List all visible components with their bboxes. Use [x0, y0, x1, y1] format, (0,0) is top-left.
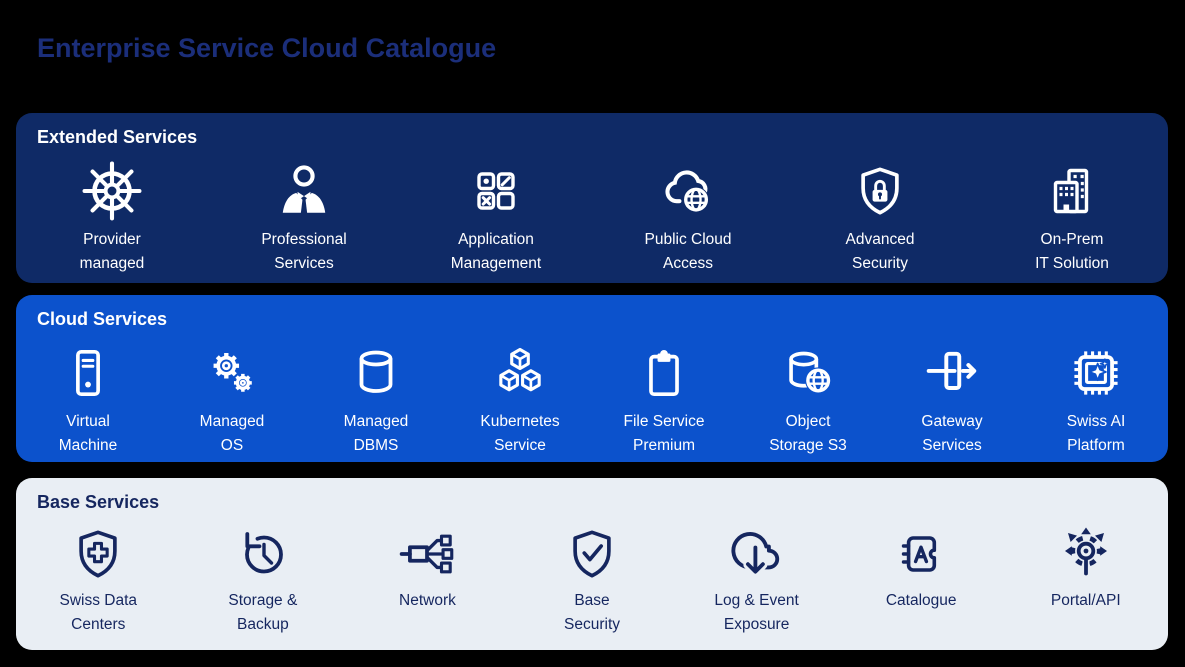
- cloud-services-row: Virtual Machine Managed OS: [16, 338, 1168, 458]
- shield-check-icon: [565, 521, 619, 587]
- helm-icon: [80, 156, 144, 226]
- service-item: Gateway Services: [880, 338, 1024, 458]
- service-item-label: Managed DBMS: [343, 413, 409, 454]
- service-item-label: Swiss AI Platform: [1066, 413, 1126, 454]
- app-grid-icon: [468, 156, 524, 226]
- service-item: Virtual Machine: [16, 338, 160, 458]
- service-item-label: Provider managed: [79, 231, 145, 272]
- database-icon: [348, 338, 404, 408]
- service-item-label: Advanced Security: [845, 231, 915, 272]
- extended-services-band: Extended Services Provider managed: [16, 113, 1168, 283]
- service-item-label: Virtual Machine: [58, 413, 118, 454]
- shield-cross-icon: [71, 521, 125, 587]
- service-item-label: Application Management: [450, 231, 542, 272]
- ai-chip-icon: [1065, 338, 1127, 408]
- service-item: Public Cloud Access: [592, 156, 784, 276]
- service-item: Kubernetes Service: [448, 338, 592, 458]
- band-title: Cloud Services: [37, 309, 168, 329]
- page-title: Enterprise Service Cloud Catalogue: [37, 33, 497, 63]
- service-item: On-Prem IT Solution: [976, 156, 1168, 276]
- shield-lock-icon: [853, 156, 907, 226]
- service-item-label: Professional Services: [261, 231, 347, 272]
- service-item: Advanced Security: [784, 156, 976, 276]
- gears-icon: [203, 338, 261, 408]
- service-item: Catalogue: [839, 521, 1004, 637]
- service-item-label: File Service Premium: [623, 413, 705, 454]
- catalogue-icon: [893, 521, 949, 587]
- service-item: Managed OS: [160, 338, 304, 458]
- band-title: Extended Services: [37, 127, 198, 147]
- network-icon: [398, 521, 456, 587]
- service-item-label: Swiss Data Centers: [59, 592, 138, 633]
- service-item: Storage & Backup: [181, 521, 346, 637]
- service-item-label: On-Prem IT Solution: [1035, 231, 1109, 272]
- service-item-label: Log & Event Exposure: [714, 592, 799, 633]
- service-item-label: Public Cloud Access: [644, 231, 732, 272]
- service-item: Application Management: [400, 156, 592, 276]
- service-item: Swiss Data Centers: [16, 521, 181, 637]
- service-item-label: Network: [399, 592, 456, 609]
- service-item-label: Object Storage S3: [769, 413, 847, 454]
- service-item: Swiss AI Platform: [1024, 338, 1168, 458]
- base-services-band: Base Services Swiss Data Centers: [16, 478, 1168, 650]
- cloud-services-band: Cloud Services Virtual Machine: [16, 295, 1168, 462]
- base-services-row: Swiss Data Centers Storage & Backup: [16, 521, 1168, 637]
- service-item: Object Storage S3: [736, 338, 880, 458]
- server-icon: [61, 338, 115, 408]
- service-item-label: Base Security: [564, 592, 621, 633]
- gateway-icon: [923, 338, 981, 408]
- portal-api-icon: [1058, 521, 1114, 587]
- service-item-label: Managed OS: [199, 413, 265, 454]
- service-item: File Service Premium: [592, 338, 736, 458]
- band-title: Base Services: [37, 492, 160, 512]
- service-item-label: Storage & Backup: [228, 592, 298, 633]
- service-item: Log & Event Exposure: [674, 521, 839, 637]
- cubes-icon: [491, 338, 549, 408]
- service-item: Network: [345, 521, 510, 637]
- service-item: Managed DBMS: [304, 338, 448, 458]
- service-item-label: Kubernetes Service: [480, 413, 560, 454]
- service-item-label: Catalogue: [885, 592, 957, 609]
- clipboard-icon: [637, 338, 691, 408]
- storage-globe-icon: [778, 338, 838, 408]
- service-item-label: Gateway Services: [921, 413, 983, 454]
- extended-services-row: Provider managed Professional Services: [16, 156, 1168, 276]
- history-icon: [235, 521, 291, 587]
- buildings-icon: [1044, 156, 1100, 226]
- service-item: Provider managed: [16, 156, 208, 276]
- service-item: Portal/API: [1003, 521, 1168, 637]
- service-item: Professional Services: [208, 156, 400, 276]
- cloud-globe-icon: [658, 156, 718, 226]
- consultant-icon: [275, 156, 333, 226]
- service-item-label: Portal/API: [1050, 592, 1121, 609]
- cloud-download-icon: [727, 521, 787, 587]
- service-item: Base Security: [510, 521, 675, 637]
